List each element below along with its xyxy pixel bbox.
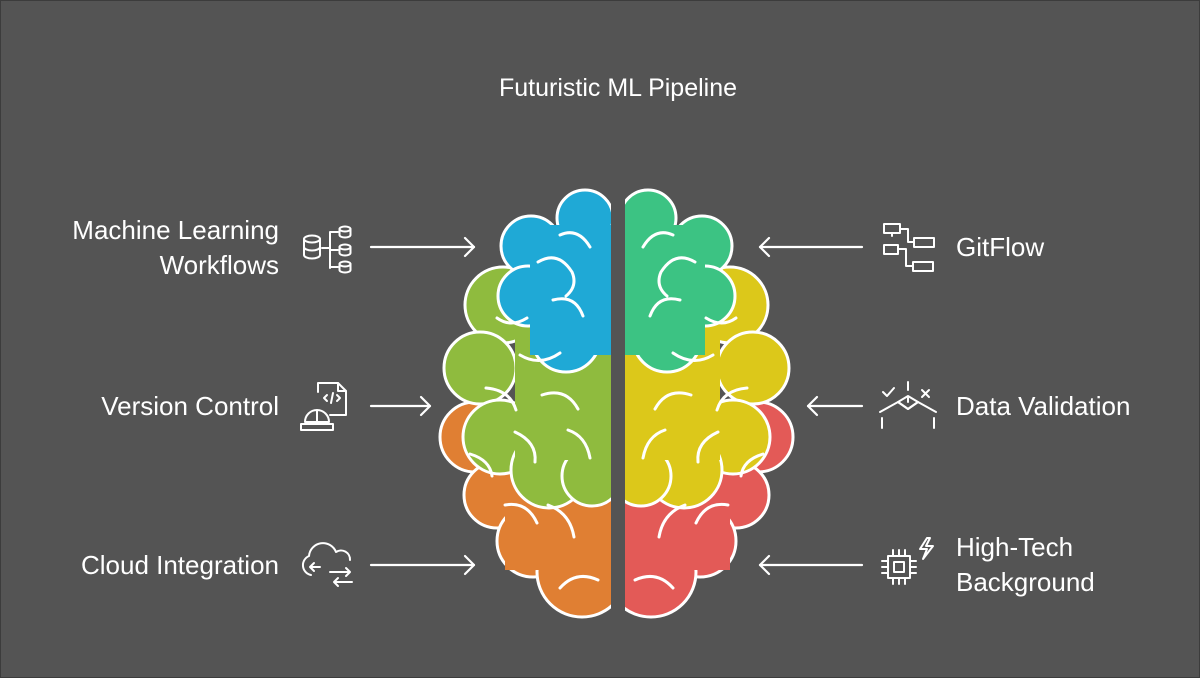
left-hemisphere xyxy=(438,188,611,619)
label-line: High-Tech xyxy=(956,532,1074,562)
arrow-ml-workflows xyxy=(369,236,476,258)
chip-bolt-icon xyxy=(881,537,934,585)
left-folds xyxy=(468,231,600,590)
label-machine-learning-workflows: Machine Learning Workflows xyxy=(72,213,279,283)
label-line: Version Control xyxy=(101,391,279,421)
label-line: Data Validation xyxy=(956,391,1131,421)
label-high-tech-background: High-Tech Background xyxy=(956,530,1095,600)
label-line: Cloud Integration xyxy=(80,550,279,580)
arrow-cloud-integration xyxy=(369,554,476,576)
label-data-validation: Data Validation xyxy=(956,389,1130,424)
label-cloud-integration: Cloud Integration xyxy=(81,548,279,583)
label-line: Machine Learning xyxy=(72,215,279,245)
label-line: Background xyxy=(956,567,1095,597)
arrow-high-tech xyxy=(758,554,864,576)
label-line: GitFlow xyxy=(956,232,1045,262)
arrow-data-validation xyxy=(806,395,864,417)
label-version-control: Version Control xyxy=(101,389,279,424)
cloud-sync-icon xyxy=(301,542,353,587)
database-tree-icon xyxy=(303,225,352,274)
teal-lobe xyxy=(625,188,737,374)
hemisphere-gap xyxy=(611,190,625,620)
arrow-version-control xyxy=(369,395,432,417)
right-hemisphere xyxy=(625,188,795,619)
right-folds xyxy=(633,231,765,590)
flow-chart-icon xyxy=(883,223,935,272)
check-cross-icon xyxy=(879,381,937,429)
arrow-gitflow xyxy=(758,236,864,258)
label-gitflow: GitFlow xyxy=(956,230,1044,265)
label-line: Workflows xyxy=(159,250,279,280)
code-worker-icon xyxy=(300,382,347,431)
diagram-title: Futuristic ML Pipeline xyxy=(498,74,738,102)
